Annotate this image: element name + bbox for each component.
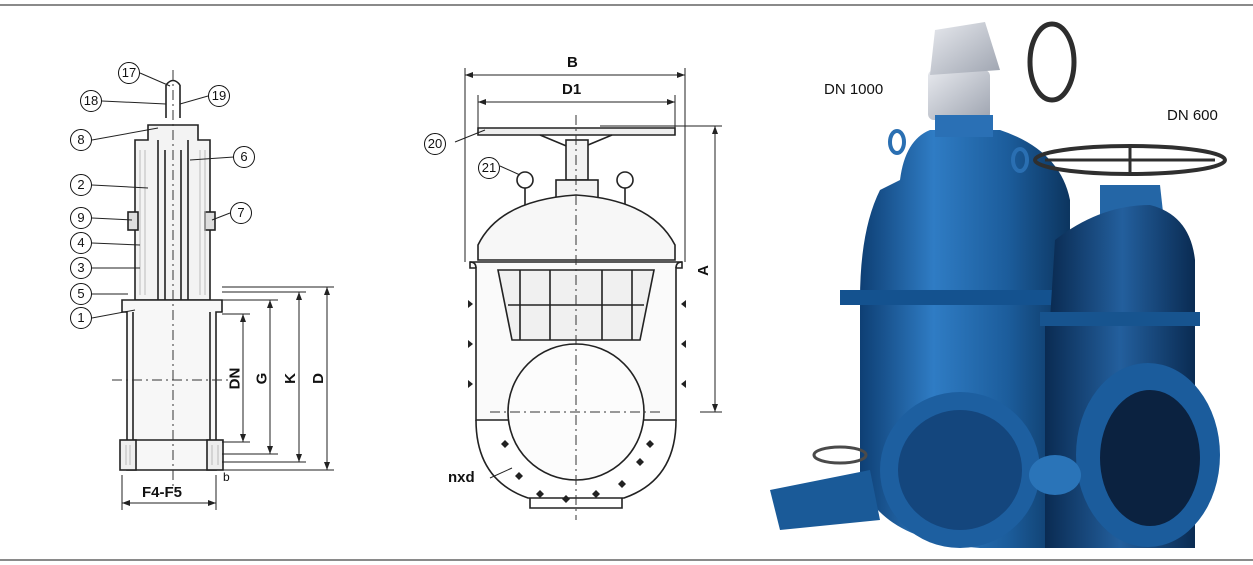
front-view-drawing <box>454 68 722 520</box>
callout-9: 9 <box>70 207 92 229</box>
callout-5: 5 <box>70 283 92 305</box>
dim-label-nxd: nxd <box>448 469 475 486</box>
dim-label-f4-f5: F4-F5 <box>142 484 183 501</box>
callout-2: 2 <box>70 174 92 196</box>
valve-product-photo <box>750 21 1253 558</box>
label-dn-600: DN 600 <box>1167 107 1218 124</box>
dim-label-d1: D1 <box>562 81 582 98</box>
callout-1: 1 <box>70 307 92 329</box>
callout-19: 19 <box>208 85 230 107</box>
callout-17: 17 <box>118 62 140 84</box>
top-border-line <box>0 4 1253 6</box>
callout-7: 7 <box>230 202 252 224</box>
dim-label-a: A <box>694 265 712 276</box>
callout-6: 6 <box>233 146 255 168</box>
dim-label-b: B <box>567 54 578 71</box>
label-dn-1000: DN 1000 <box>824 81 884 98</box>
bottom-border-line <box>0 559 1253 561</box>
callout-20: 20 <box>424 133 446 155</box>
callout-8: 8 <box>70 129 92 151</box>
callout-18: 18 <box>80 90 102 112</box>
dim-label-d: D <box>309 373 327 384</box>
dim-label-dn: DN <box>226 367 244 390</box>
dim-label-k: K <box>281 373 299 384</box>
callout-21: 21 <box>478 157 500 179</box>
callout-4: 4 <box>70 232 92 254</box>
dim-label-g: G <box>253 372 271 385</box>
sectional-view-drawing <box>91 70 334 510</box>
callout-3: 3 <box>70 257 92 279</box>
dim-label-b-small: b <box>223 470 230 484</box>
